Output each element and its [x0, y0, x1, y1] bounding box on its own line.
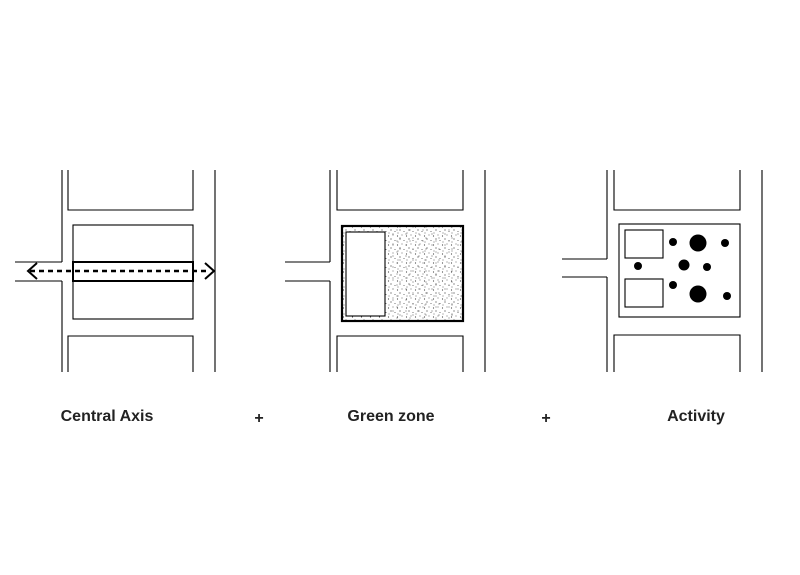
plus-operator-1: + — [254, 410, 264, 427]
bottom-block — [613, 334, 741, 372]
activity-block — [618, 223, 741, 318]
central-axis-label: Central Axis — [60, 408, 154, 425]
pavilion-bottom — [624, 278, 664, 308]
central-axis-panel — [15, 170, 216, 372]
activity-dot — [703, 263, 711, 271]
top-block — [336, 170, 464, 211]
activity-dot — [689, 285, 707, 303]
bottom-block — [336, 335, 464, 372]
top-block — [67, 170, 194, 211]
plus-operator-2: + — [541, 410, 551, 427]
activity-dot — [721, 239, 729, 247]
activity-panel — [562, 170, 763, 372]
top-block — [613, 170, 741, 211]
activity-dot — [689, 234, 707, 252]
arrow-head-left-icon — [26, 262, 38, 280]
activity-dot — [669, 281, 677, 289]
green-zone-fill-dense — [388, 226, 463, 321]
bottom-block — [67, 335, 194, 372]
green-zone-panel — [285, 170, 486, 372]
activity-dot — [669, 238, 677, 246]
activity-dots — [634, 234, 731, 303]
activity-dot — [678, 259, 690, 271]
green-zone-block — [340, 224, 465, 323]
pavilion-top — [624, 229, 664, 259]
arrow-head-right-icon — [204, 262, 216, 280]
activity-dot — [634, 262, 642, 270]
green-zone-label: Green zone — [347, 408, 435, 425]
activity-label: Activity — [667, 408, 725, 425]
activity-dot — [723, 292, 731, 300]
building-footprint — [345, 231, 386, 317]
